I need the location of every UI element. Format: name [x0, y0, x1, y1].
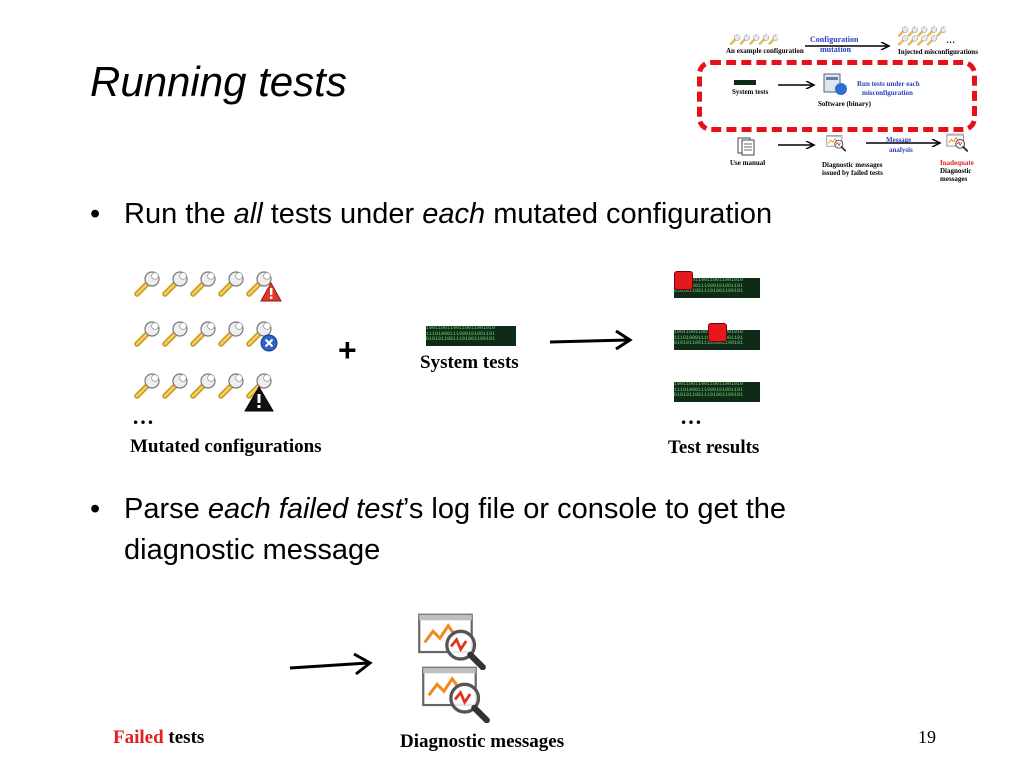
test-results-label: Test results [668, 437, 760, 458]
failed-tests-label: Failed tests [113, 727, 204, 749]
overview-inadequate-2: Diagnostic [940, 167, 972, 175]
page-title: Running tests [90, 58, 347, 105]
overview-software: Software (binary) [818, 100, 871, 108]
wrench-icon [730, 34, 778, 45]
overview-example-config: An example configuration [726, 47, 804, 55]
overview-diag-1: Diagnostic messages [822, 161, 883, 169]
diagnostic-chart-icon [416, 612, 486, 670]
arrow-icon [805, 42, 891, 50]
arrow-icon [549, 329, 633, 351]
mutated-ellipsis: … [132, 404, 154, 429]
overview-msg-analysis-2: analysis [889, 146, 913, 154]
software-icon [823, 73, 847, 95]
highlight-box [697, 60, 977, 132]
overview-inadequate-3: messages [940, 175, 968, 183]
overview-diagram: An example configuration Configuration m… [690, 20, 990, 190]
bullet-parse-failed: •Parse each failed test’s log file or co… [90, 493, 787, 525]
mutated-configurations-label: Mutated configurations [130, 436, 322, 457]
page-number: 19 [918, 727, 936, 747]
overview-run-tests-1: Run tests under each [857, 80, 920, 88]
bullet-parse-failed-line2: diagnostic message [124, 534, 381, 566]
binary-log-icon [734, 80, 756, 85]
overview-msg-analysis-1: Message [886, 136, 912, 144]
overview-use-manual: Use manual [730, 159, 766, 167]
document-icon [737, 137, 755, 156]
diagnostic-chart-icon [946, 133, 968, 152]
results-ellipsis: … [680, 404, 702, 429]
stop-icon [708, 323, 727, 342]
error-icon [260, 334, 278, 352]
stop-icon [674, 271, 693, 290]
diagnostic-chart-icon [420, 665, 490, 723]
diagnostic-chart-icon [826, 134, 846, 152]
overview-injected: Injected misconfigurations [898, 48, 978, 56]
arrow-icon [866, 139, 942, 147]
diagnostic-messages-label: Diagnostic messages [400, 731, 565, 752]
warning-icon [244, 386, 274, 412]
arrow-icon [778, 141, 816, 149]
wrench-icon [898, 26, 946, 46]
arrow-icon [289, 652, 373, 676]
overview-config-mutation-2: mutation [820, 45, 852, 54]
overview-system-tests: System tests [732, 88, 769, 96]
system-tests-label: System tests [420, 352, 519, 373]
overview-ellipsis: … [946, 35, 955, 45]
plus-sign: + [338, 332, 357, 368]
overview-diag-2: issued by failed tests [822, 169, 883, 177]
tests-word: tests [163, 727, 205, 748]
bullet-run-tests: •Run the all tests under each mutated co… [90, 198, 773, 230]
overview-run-tests-2: misconfiguration [862, 89, 913, 97]
overview-config-mutation-1: Configuration [810, 35, 859, 44]
failed-word: Failed [113, 727, 164, 748]
warning-icon [260, 282, 282, 302]
arrow-icon [778, 81, 816, 89]
overview-inadequate: Inadequate [940, 159, 974, 167]
